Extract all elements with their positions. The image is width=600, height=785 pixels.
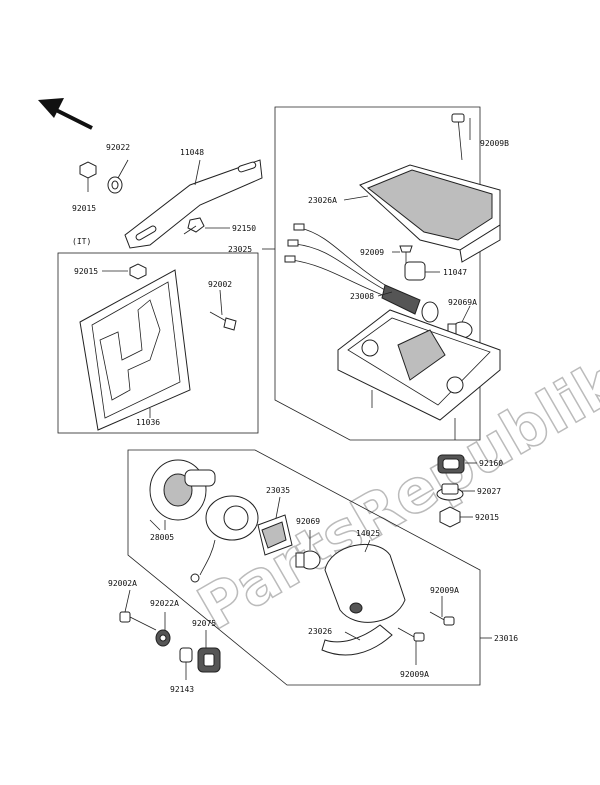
label-92009A-top: 92009A — [430, 586, 459, 595]
grommet-92075 — [197, 647, 221, 673]
leader-lines — [87, 118, 492, 680]
label-92150: 92150 — [232, 224, 256, 233]
label-14025: 14025 — [356, 529, 380, 538]
bolt-92002A — [119, 611, 157, 631]
label-92027: 92027 — [477, 487, 501, 496]
lens-23026A — [359, 164, 501, 263]
label-28005: 28005 — [150, 533, 174, 542]
label-92009A-bottom: 92009A — [400, 670, 429, 679]
label-92009: 92009 — [360, 248, 384, 257]
label-92069: 92069 — [296, 517, 320, 526]
socket-base — [190, 495, 259, 583]
label-11036: 11036 — [136, 418, 160, 427]
frame-taillight-assembly — [274, 106, 481, 441]
frame-lamp-group — [127, 449, 481, 686]
washer-92022 — [107, 176, 123, 194]
label-92143: 92143 — [170, 685, 194, 694]
collar-92027 — [436, 483, 464, 501]
label-92002A: 92002A — [108, 579, 137, 588]
socket-11047 — [404, 261, 426, 281]
label-23016: 23016 — [494, 634, 518, 643]
license-bracket-11048 — [124, 159, 263, 249]
label-it-note: (IT) — [72, 237, 91, 246]
label-23025: 23025 — [228, 245, 252, 254]
nut-92015-it — [129, 263, 147, 280]
label-92160: 92160 — [479, 459, 503, 468]
bolt-92150 — [183, 217, 205, 235]
screw-92009A-top — [429, 611, 455, 626]
label-92075: 92075 — [192, 619, 216, 628]
clip-23035 — [257, 514, 293, 556]
label-92069A: 92069A — [448, 298, 477, 307]
screw-92009A-bottom — [397, 627, 425, 642]
label-92002: 92002 — [208, 280, 232, 289]
label-23035: 23035 — [266, 486, 290, 495]
nut-92015-top — [79, 161, 97, 179]
bulb-92069 — [295, 550, 321, 570]
screw-92009B — [451, 113, 465, 161]
housing-base-23025 — [337, 309, 501, 440]
collar-92143 — [179, 647, 193, 663]
screw-92002 — [209, 311, 237, 331]
arrow-up-left-icon — [38, 98, 93, 130]
license-plate-holder-11036 — [79, 269, 191, 431]
label-11048: 11048 — [180, 148, 204, 157]
label-92009B: 92009B — [480, 139, 509, 148]
bracket-28005 — [149, 459, 216, 531]
frame-it-plate — [57, 252, 259, 434]
nut-92015-right — [439, 506, 461, 528]
label-92015-it: 92015 — [74, 267, 98, 276]
label-92022A: 92022A — [150, 599, 179, 608]
label-23026: 23026 — [308, 627, 332, 636]
grommet-92160 — [437, 454, 465, 474]
reflector-23026 — [321, 624, 393, 656]
label-92015-right: 92015 — [475, 513, 499, 522]
washer-92022A — [155, 629, 171, 647]
label-23026A: 23026A — [308, 196, 337, 205]
label-92022: 92022 — [106, 143, 130, 152]
lens-14025 — [324, 543, 406, 623]
label-11047: 11047 — [443, 268, 467, 277]
label-92015-top: 92015 — [72, 204, 96, 213]
label-23008: 23008 — [350, 292, 374, 301]
